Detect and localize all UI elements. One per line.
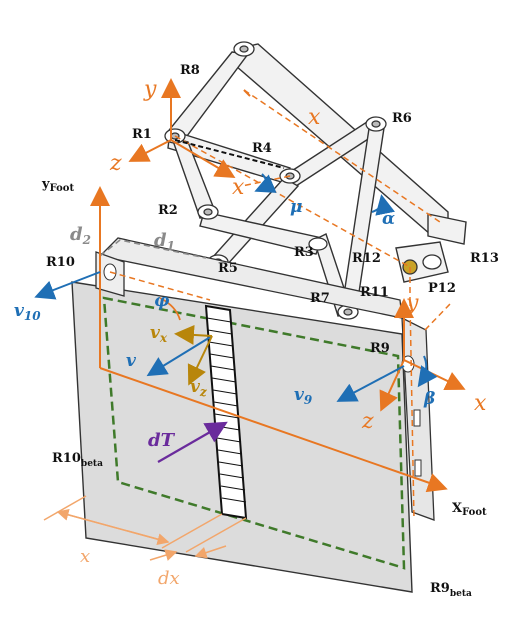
label-v10: v10	[14, 301, 41, 323]
label-p12: P12	[428, 281, 456, 296]
label-v9: v9	[294, 385, 313, 407]
label-beta: β	[423, 389, 435, 409]
label-r9-beta: R9beta	[430, 581, 472, 599]
axes-foot	[90, 186, 448, 493]
link-r2-r3	[199, 211, 323, 255]
label-v: v	[126, 351, 137, 371]
label-vx: vx	[150, 323, 168, 345]
label-y-foot: yFoot	[41, 177, 74, 194]
arc-phi	[159, 297, 181, 321]
label-vz: vz	[190, 377, 208, 399]
label-dim-x: x	[80, 546, 90, 567]
d-dashed	[99, 239, 207, 259]
axis-top-x	[170, 139, 236, 179]
label-r7: R7	[310, 291, 330, 306]
arc-mu	[254, 173, 277, 193]
label-axis-right-y: y	[405, 291, 419, 316]
label-r8: R8	[180, 63, 200, 78]
label-axis-top-y: y	[143, 77, 157, 102]
label-dim-dx: dx	[158, 568, 180, 589]
label-r10: R10	[46, 255, 75, 270]
vector-vx	[174, 324, 213, 345]
block-r13	[427, 213, 467, 245]
arc-alpha	[371, 194, 395, 216]
velocity-components	[174, 324, 213, 386]
vector-vz	[187, 335, 213, 386]
label-r3: R3	[294, 245, 314, 260]
label-r2: R2	[158, 203, 178, 218]
label-axis-top-x: x	[308, 105, 321, 130]
dimension-lines	[43, 495, 247, 561]
joint-r12-pin	[422, 254, 442, 270]
label-r11: R11	[360, 285, 389, 300]
vector-v9	[336, 365, 405, 402]
angle-arcs	[254, 173, 438, 388]
label-axis-top-z: z	[109, 151, 122, 176]
r1-r4-dashed	[174, 139, 285, 169]
label-r9: R9	[370, 341, 390, 356]
label-r10-beta: R10beta	[52, 451, 103, 469]
label-r4: R4	[252, 141, 272, 156]
label-d2: d2	[70, 224, 91, 247]
label-phi: φ	[154, 291, 170, 311]
plate-body	[71, 281, 413, 593]
vector-v10	[34, 271, 101, 300]
label-alpha: α	[382, 209, 395, 229]
label-r1: R1	[132, 127, 152, 142]
construction-lines	[109, 89, 451, 521]
dim-dx	[149, 549, 178, 561]
label-axis-right-x: x	[474, 391, 487, 416]
axes-top	[128, 78, 251, 179]
label-dT: dT	[148, 430, 176, 451]
label-r5: R5	[218, 261, 238, 276]
arc-beta	[417, 355, 438, 388]
label-d1: d1	[154, 230, 175, 253]
velocity-vectors	[34, 271, 405, 402]
axis-x-foot	[99, 367, 448, 493]
link-r8-r1	[164, 51, 250, 141]
joint-r3	[308, 237, 328, 251]
boundary-dashed	[102, 296, 406, 570]
axis-top-z	[128, 139, 172, 162]
label-mu: μ	[290, 197, 302, 217]
label-x-foot: XFoot	[452, 501, 487, 518]
vector-v	[146, 335, 213, 377]
label-axis-right-z: z	[361, 409, 374, 434]
label-r12: R12	[352, 251, 381, 266]
vector-dT	[157, 421, 228, 463]
label-r13: R13	[470, 251, 499, 266]
label-axis-mid-x: x	[232, 175, 245, 200]
label-r6: R6	[392, 111, 412, 126]
